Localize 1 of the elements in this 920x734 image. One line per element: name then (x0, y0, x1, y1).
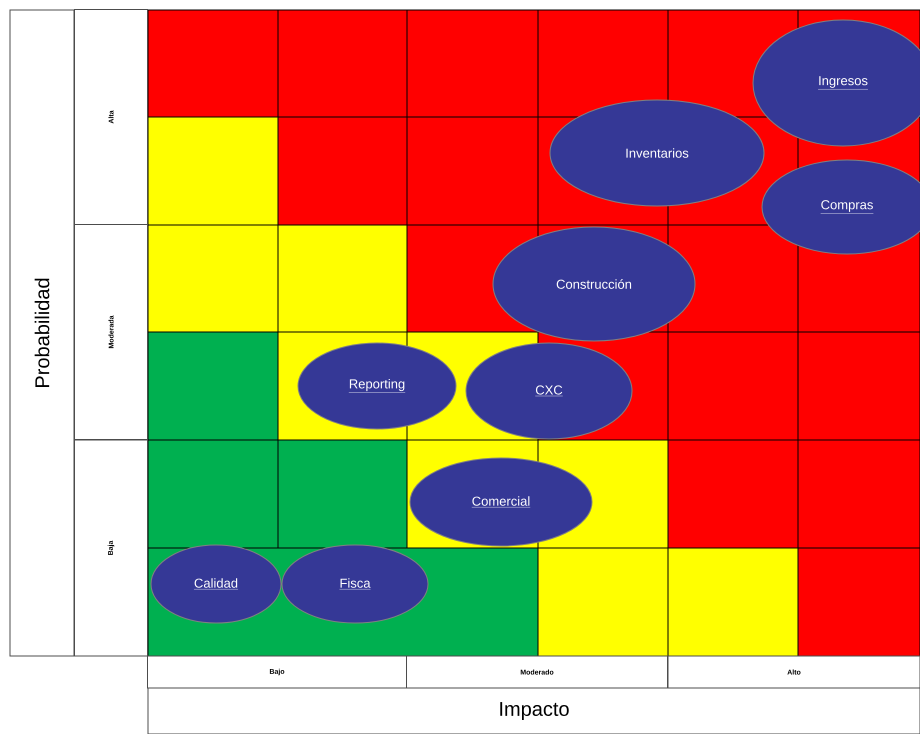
axis-title-box: Impacto (148, 688, 920, 734)
